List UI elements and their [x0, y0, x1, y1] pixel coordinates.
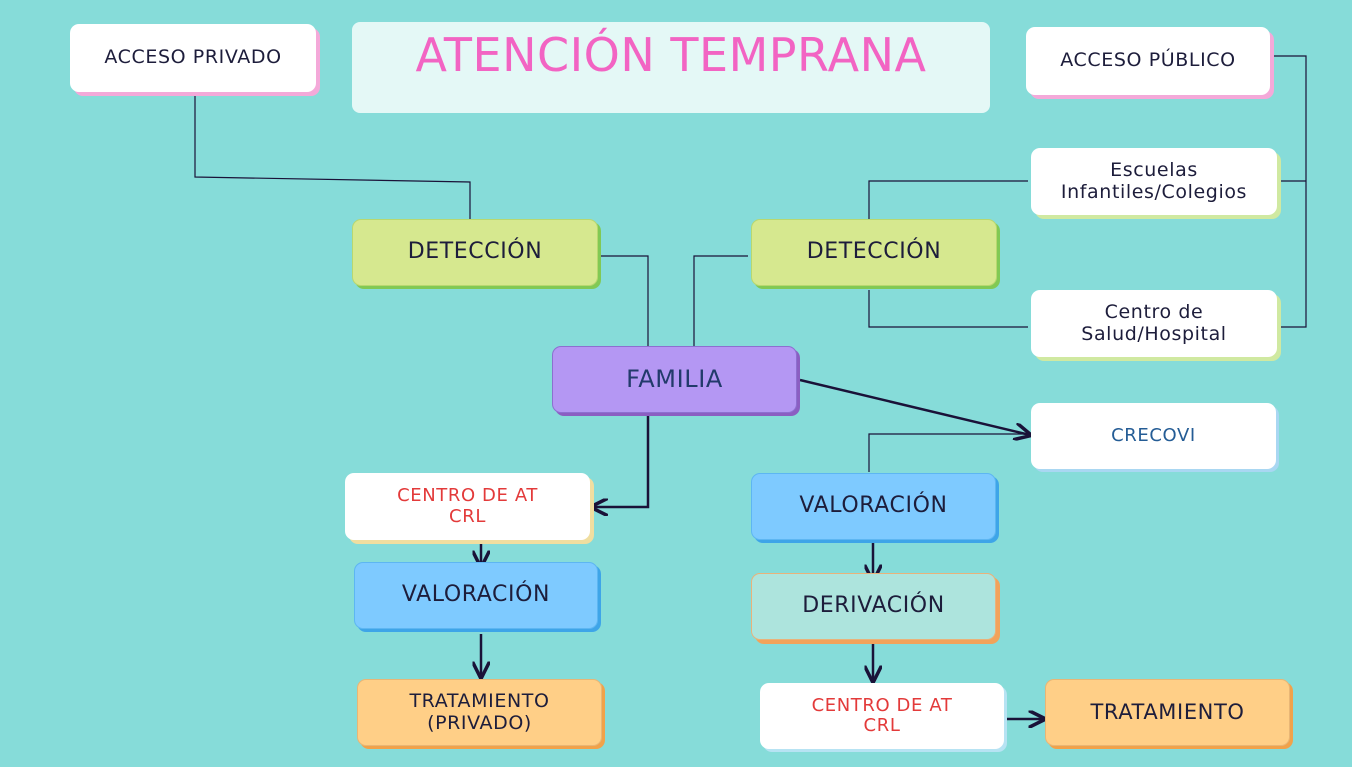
node-tratamiento-privado: TRATAMIENTO (PRIVADO): [357, 679, 602, 746]
line-deteccion-salud: [868, 290, 1028, 328]
arrow-familia-crecovi: [799, 378, 1030, 435]
line-valoracion-crecovi: [868, 433, 1030, 472]
node-escuelas: Escuelas Infantiles/Colegios: [1031, 148, 1277, 215]
title-box: ATENCIÓN TEMPRANA: [352, 22, 990, 113]
node-acceso-publico-label: ACCESO PÚBLICO: [1060, 49, 1236, 72]
node-escuelas-label: Escuelas Infantiles/Colegios: [1060, 159, 1248, 203]
node-familia: FAMILIA: [552, 346, 797, 413]
node-familia-label: FAMILIA: [626, 365, 723, 394]
node-valoracion-right: VALORACIÓN: [751, 473, 996, 540]
arrow-familia-centro-at: [592, 414, 650, 507]
node-acceso-privado: ACCESO PRIVADO: [70, 24, 316, 92]
node-deteccion-right-label: DETECCIÓN: [806, 239, 942, 265]
page-title: ATENCIÓN TEMPRANA: [415, 28, 927, 82]
node-tratamiento: TRATAMIENTO: [1045, 679, 1290, 746]
node-crecovi-label: CRECOVI: [1111, 424, 1196, 446]
node-tratamiento-label: TRATAMIENTO: [1090, 699, 1245, 724]
node-derivacion-label: DERIVACIÓN: [802, 593, 945, 619]
node-centro-at-left: CENTRO DE AT CRL: [345, 473, 590, 540]
node-valoracion-left: VALORACIÓN: [354, 562, 598, 629]
node-crecovi: CRECOVI: [1031, 403, 1276, 469]
node-centro-salud: Centro de Salud/Hospital: [1031, 290, 1277, 357]
line-deteccion-right-familia: [693, 255, 748, 346]
node-deteccion-right: DETECCIÓN: [751, 219, 997, 286]
node-centro-at-right-label: CENTRO DE AT CRL: [811, 694, 953, 736]
node-derivacion: DERIVACIÓN: [751, 573, 996, 640]
node-acceso-publico: ACCESO PÚBLICO: [1026, 27, 1270, 95]
line-publico-bracket: [1274, 55, 1307, 328]
node-valoracion-right-label: VALORACIÓN: [799, 493, 948, 519]
node-deteccion-left: DETECCIÓN: [352, 219, 598, 286]
line-deteccion-escuelas: [868, 180, 1028, 219]
line-deteccion-left-familia: [600, 255, 649, 346]
node-centro-salud-label: Centro de Salud/Hospital: [1081, 301, 1227, 345]
node-tratamiento-privado-label: TRATAMIENTO (PRIVADO): [409, 690, 550, 734]
node-deteccion-left-label: DETECCIÓN: [407, 239, 543, 265]
node-valoracion-left-label: VALORACIÓN: [401, 582, 551, 608]
node-centro-at-right: CENTRO DE AT CRL: [760, 683, 1004, 749]
node-acceso-privado-label: ACCESO PRIVADO: [104, 46, 282, 69]
node-centro-at-left-label: CENTRO DE AT CRL: [397, 485, 538, 527]
